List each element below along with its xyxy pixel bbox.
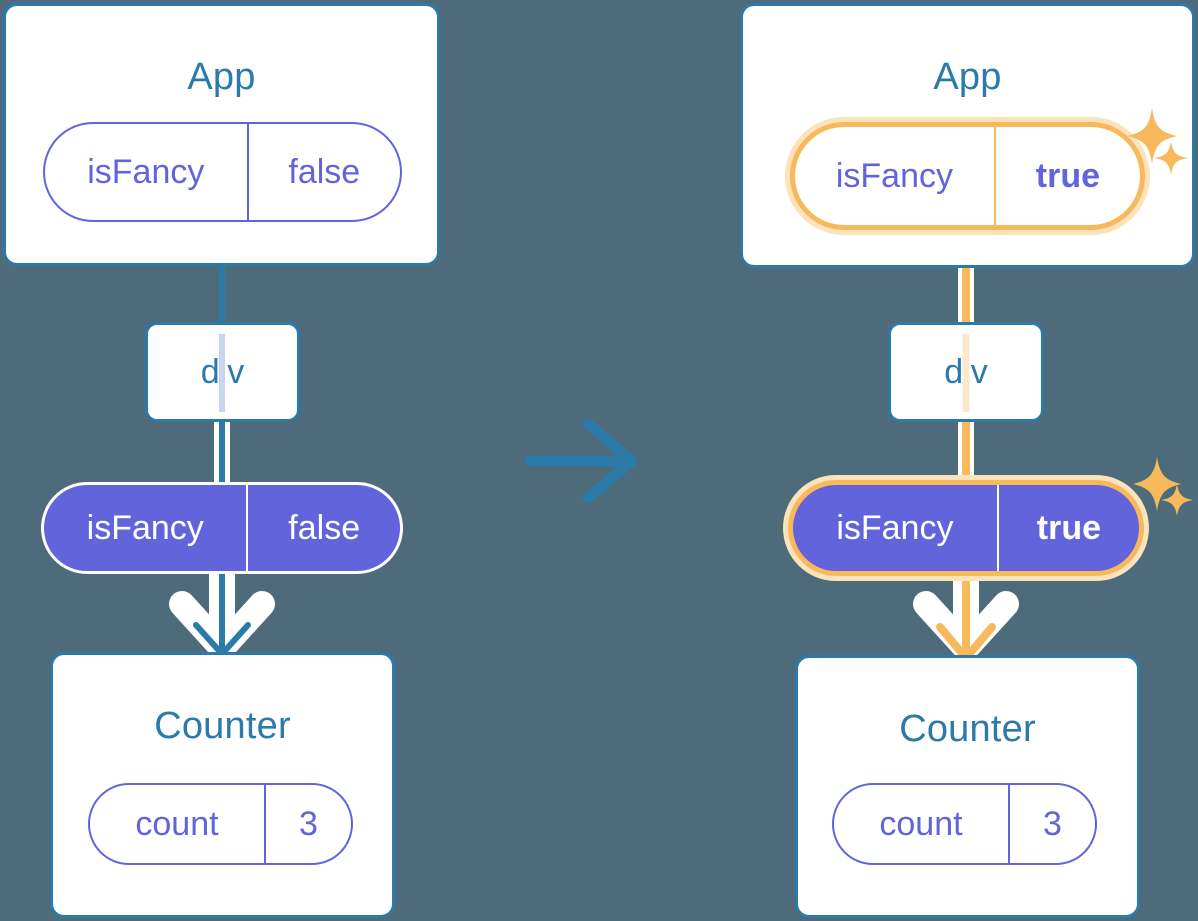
state-pill-isfancy-after[interactable]: isFancy true: [790, 122, 1145, 230]
count-pill-name: count: [135, 805, 219, 843]
state-pill-value-after: true: [993, 127, 1140, 225]
counter-card-title: Counter: [154, 705, 291, 747]
arrow-prop-to-counter-right-halo: [913, 555, 1019, 661]
app-card-title-after: App: [933, 56, 1002, 98]
arrow-prop-to-counter-right: [936, 564, 996, 662]
div-node-after: div: [888, 322, 1044, 422]
count-pill-value-after: 3: [1007, 785, 1095, 863]
prop-pill-isfancy-before[interactable]: isFancy false: [41, 482, 403, 574]
counter-card-title-after: Counter: [899, 708, 1036, 750]
sparkle-small-icon-2: [1161, 484, 1193, 516]
count-pill-name-after: count: [879, 805, 963, 843]
prop-pill-name-after: isFancy: [836, 509, 954, 547]
div-node-before: div: [145, 322, 300, 422]
arrow-right-icon: [524, 418, 638, 504]
count-pill-value: 3: [263, 785, 351, 863]
prop-pill-isfancy-after[interactable]: isFancy true: [788, 480, 1144, 576]
state-pill-name-after: isFancy: [835, 157, 953, 195]
state-pill-isfancy-before[interactable]: isFancy false: [43, 122, 402, 222]
state-pill-value: false: [246, 124, 400, 220]
state-pill-count-after[interactable]: count 3: [832, 783, 1097, 865]
app-card-title: App: [187, 56, 256, 98]
div-node-label-after: div: [944, 352, 988, 391]
prop-pill-value: false: [246, 485, 400, 571]
state-pill-name: isFancy: [87, 153, 205, 191]
prop-pill-value-after: true: [996, 485, 1139, 571]
div-node-label: div: [200, 352, 245, 391]
state-pill-count-before[interactable]: count 3: [88, 783, 353, 865]
prop-pill-name: isFancy: [86, 509, 204, 547]
arrow-prop-to-counter-left: [193, 565, 251, 657]
arrow-prop-to-counter-left-halo: [169, 555, 275, 661]
sparkle-large-icon-2: [1133, 457, 1181, 511]
